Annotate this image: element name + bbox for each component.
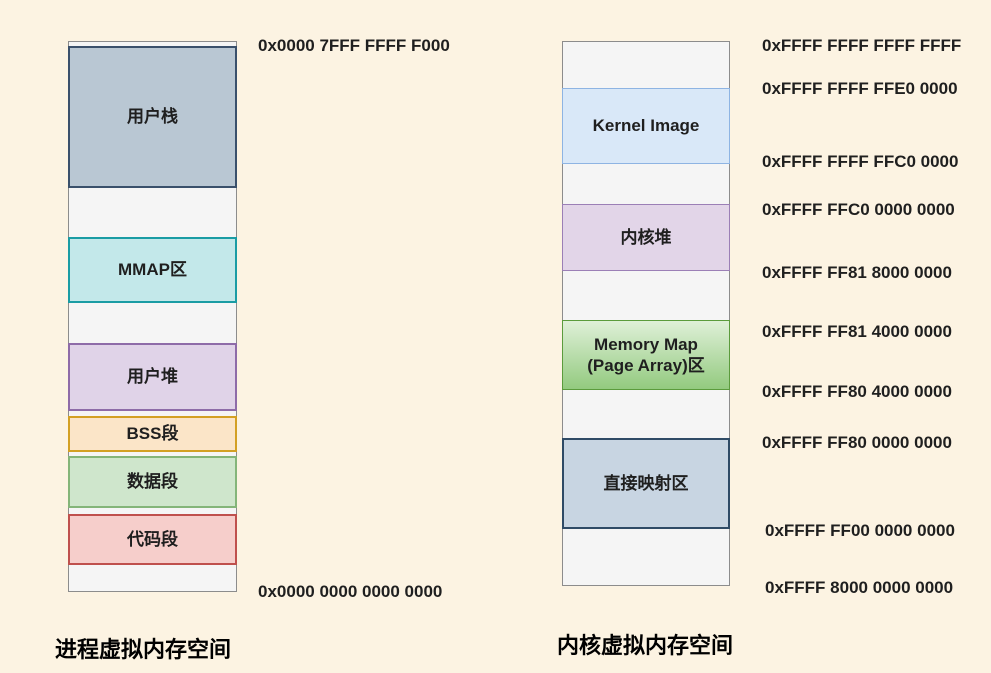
kernel-address-7: 0xFFFF FF80 0000 0000 [762, 433, 952, 452]
kernel-address-3: 0xFFFF FFC0 0000 0000 [762, 200, 955, 219]
segment-label-line1: Memory Map [594, 334, 698, 354]
segment-mmap-area: MMAP区 [68, 237, 237, 303]
segment-label: 用户堆 [127, 367, 178, 387]
segment-memory-map-page-array: Memory Map (Page Array)区 [562, 320, 730, 390]
segment-label: 数据段 [127, 472, 178, 492]
kernel-address-2: 0xFFFF FFFF FFC0 0000 [762, 152, 959, 171]
kernel-address-4: 0xFFFF FF81 8000 0000 [762, 263, 952, 282]
segment-user-heap: 用户堆 [68, 343, 237, 411]
kernel-address-5: 0xFFFF FF81 4000 0000 [762, 322, 952, 341]
segment-label: 内核堆 [620, 227, 672, 247]
segment-bss: BSS段 [68, 416, 237, 452]
segment-label: 用户栈 [127, 107, 178, 127]
process-top-address: 0x0000 7FFF FFFF F000 [258, 36, 450, 55]
segment-code: 代码段 [68, 514, 237, 565]
segment-direct-mapping: 直接映射区 [562, 438, 730, 529]
process-bottom-address: 0x0000 0000 0000 0000 [258, 582, 443, 601]
kernel-address-6: 0xFFFF FF80 4000 0000 [762, 382, 952, 401]
segment-label: 代码段 [127, 529, 178, 549]
segment-kernel-image: Kernel Image [562, 88, 730, 164]
process-memory-column: 用户栈 MMAP区 用户堆 BSS段 数据段 代码段 [68, 41, 237, 592]
process-space-title: 进程虚拟内存空间 [55, 637, 232, 662]
kernel-space-title: 内核虚拟内存空间 [557, 633, 734, 658]
segment-data: 数据段 [68, 456, 237, 508]
kernel-memory-column: Kernel Image 内核堆 Memory Map (Page Array)… [562, 41, 730, 586]
kernel-address-9: 0xFFFF 8000 0000 0000 [765, 578, 954, 597]
segment-label: MMAP区 [118, 260, 187, 280]
segment-label-line2: (Page Array)区 [587, 356, 705, 375]
segment-kernel-heap: 内核堆 [562, 204, 730, 271]
kernel-address-0: 0xFFFF FFFF FFFF FFFF [762, 36, 962, 55]
segment-label: 直接映射区 [603, 473, 689, 493]
kernel-address-8: 0xFFFF FF00 0000 0000 [765, 521, 955, 540]
kernel-address-1: 0xFFFF FFFF FFE0 0000 [762, 79, 958, 98]
segment-label: BSS段 [126, 424, 179, 444]
segment-user-stack: 用户栈 [68, 46, 237, 188]
segment-label: Kernel Image [592, 116, 700, 136]
